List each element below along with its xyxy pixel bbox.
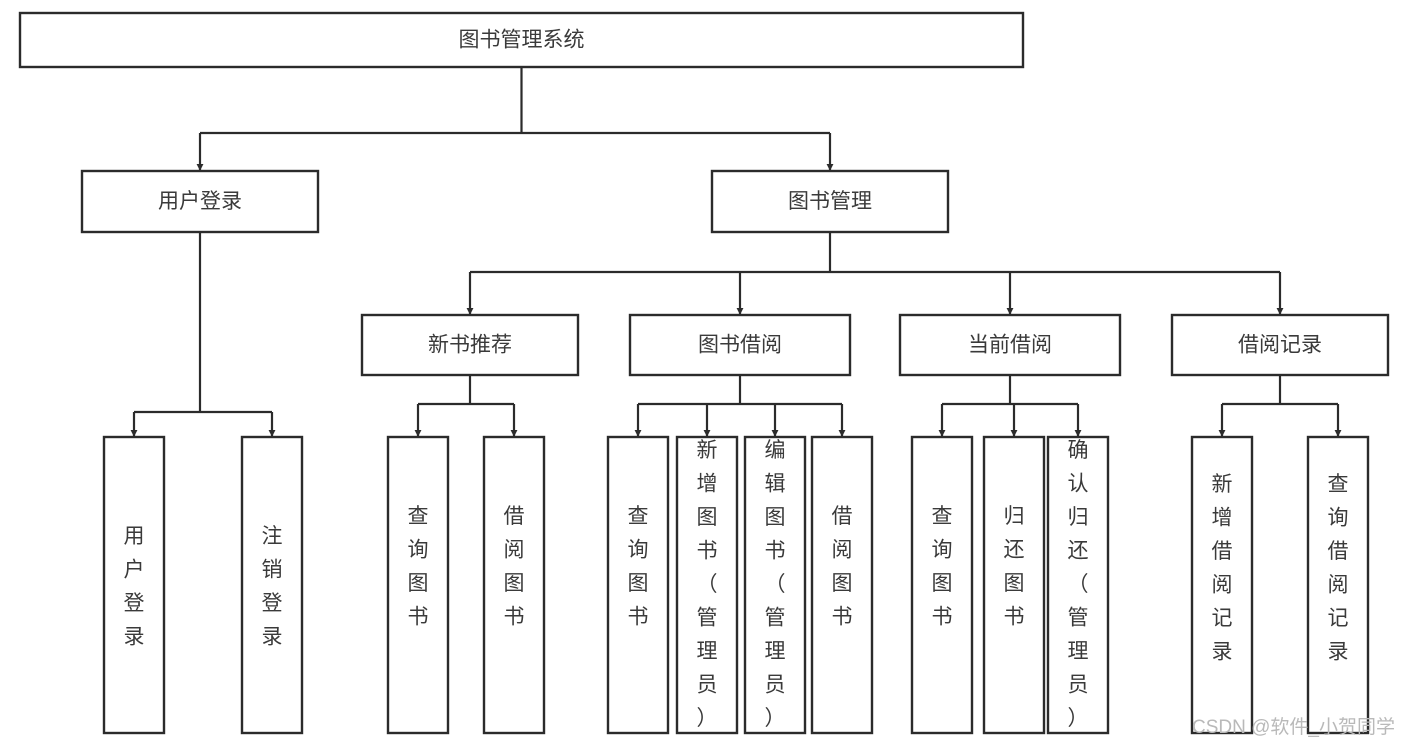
- node-box-leaf-confirm-return: [1046, 435, 1110, 735]
- node-leaf-confirm-return[interactable]: 确认归还（管理员）: [1046, 435, 1110, 735]
- node-box-leaf-query-book-2: [606, 435, 670, 735]
- node-box-leaf-add-borrow-record: [1190, 435, 1254, 735]
- node-layer: 图书管理系统用户登录图书管理新书推荐图书借阅当前借阅借阅记录用户登录注销登录查询…: [18, 11, 1390, 735]
- connector-group-bookmgmt-to-level3: [466, 232, 1284, 315]
- connector-group-book-borrow-to-leaves: [634, 375, 846, 437]
- node-box-leaf-logout-login: [240, 435, 304, 735]
- node-label-leaf-query-book-1: 查询图书: [408, 505, 429, 629]
- node-label-leaf-confirm-return: 确认归还（管理员）: [1068, 439, 1089, 730]
- node-box-book-management: [710, 169, 950, 234]
- node-label-new-book-recommend: 新书推荐: [428, 334, 512, 357]
- node-undefined[interactable]: 图书管理系统: [18, 11, 1025, 69]
- node-label-leaf-borrow-book-2: 借阅图书: [832, 505, 853, 629]
- node-box-leaf-return-book: [982, 435, 1046, 735]
- connector-group-new-book-recommend-to-leaves: [414, 375, 518, 437]
- node-box-borrow-record: [1170, 313, 1390, 377]
- node-label-user-login: 用户登录: [158, 190, 242, 213]
- node-new-book-recommend[interactable]: 新书推荐: [360, 313, 580, 377]
- node-book-management[interactable]: 图书管理: [710, 169, 950, 234]
- node-box-leaf-query-borrow-record: [1306, 435, 1370, 735]
- node-label-leaf-return-book: 归还图书: [1004, 505, 1025, 629]
- node-leaf-add-borrow-record[interactable]: 新增借阅记录: [1190, 435, 1254, 735]
- node-leaf-user-login[interactable]: 用户登录: [102, 435, 166, 735]
- node-borrow-record[interactable]: 借阅记录: [1170, 313, 1390, 377]
- node-label-leaf-query-borrow-record: 查询借阅记录: [1328, 473, 1349, 664]
- node-label-undefined: 图书管理系统: [459, 29, 585, 52]
- node-leaf-query-book-2[interactable]: 查询图书: [606, 435, 670, 735]
- node-box-current-borrow: [898, 313, 1122, 377]
- node-box-undefined: [18, 11, 1025, 69]
- node-leaf-edit-book[interactable]: 编辑图书（管理员）: [743, 435, 807, 735]
- node-label-borrow-record: 借阅记录: [1238, 334, 1322, 357]
- node-label-leaf-add-borrow-record: 新增借阅记录: [1212, 473, 1233, 664]
- node-box-leaf-edit-book: [743, 435, 807, 735]
- node-leaf-logout-login[interactable]: 注销登录: [240, 435, 304, 735]
- node-box-leaf-borrow-book-1: [482, 435, 546, 735]
- node-leaf-return-book[interactable]: 归还图书: [982, 435, 1046, 735]
- connector-layer: [130, 67, 1342, 437]
- node-label-leaf-user-login: 用户登录: [124, 525, 145, 649]
- node-leaf-borrow-book-2[interactable]: 借阅图书: [810, 435, 874, 735]
- node-label-current-borrow: 当前借阅: [968, 334, 1052, 357]
- connector-group-root-to-level2: [196, 67, 834, 171]
- node-box-leaf-query-book-1: [386, 435, 450, 735]
- node-user-login[interactable]: 用户登录: [80, 169, 320, 234]
- node-leaf-query-book-3[interactable]: 查询图书: [910, 435, 974, 735]
- node-current-borrow[interactable]: 当前借阅: [898, 313, 1122, 377]
- node-box-leaf-user-login: [102, 435, 166, 735]
- connector-group-current-borrow-to-leaves: [938, 375, 1082, 437]
- node-leaf-add-book[interactable]: 新增图书（管理员）: [675, 435, 739, 735]
- connector-group-user-login-to-leaves: [130, 232, 276, 437]
- connector-group-borrow-record-to-leaves: [1218, 375, 1342, 437]
- node-box-leaf-borrow-book-2: [810, 435, 874, 735]
- node-box-new-book-recommend: [360, 313, 580, 377]
- node-label-leaf-borrow-book-1: 借阅图书: [504, 505, 525, 629]
- node-label-leaf-edit-book: 编辑图书（管理员）: [765, 439, 786, 730]
- node-box-leaf-query-book-3: [910, 435, 974, 735]
- csdn-watermark: CSDN @软件_小贺同学: [1192, 716, 1395, 738]
- node-box-user-login: [80, 169, 320, 234]
- node-label-leaf-logout-login: 注销登录: [262, 525, 283, 649]
- node-label-leaf-query-book-2: 查询图书: [628, 505, 649, 629]
- node-label-book-borrow: 图书借阅: [698, 334, 782, 357]
- node-box-leaf-add-book: [675, 435, 739, 735]
- node-leaf-query-borrow-record[interactable]: 查询借阅记录: [1306, 435, 1370, 735]
- node-book-borrow[interactable]: 图书借阅: [628, 313, 852, 377]
- node-label-leaf-query-book-3: 查询图书: [932, 505, 953, 629]
- node-box-book-borrow: [628, 313, 852, 377]
- node-leaf-query-book-1[interactable]: 查询图书: [386, 435, 450, 735]
- node-label-book-management: 图书管理: [788, 190, 872, 213]
- node-leaf-borrow-book-1[interactable]: 借阅图书: [482, 435, 546, 735]
- node-label-leaf-add-book: 新增图书（管理员）: [697, 439, 718, 730]
